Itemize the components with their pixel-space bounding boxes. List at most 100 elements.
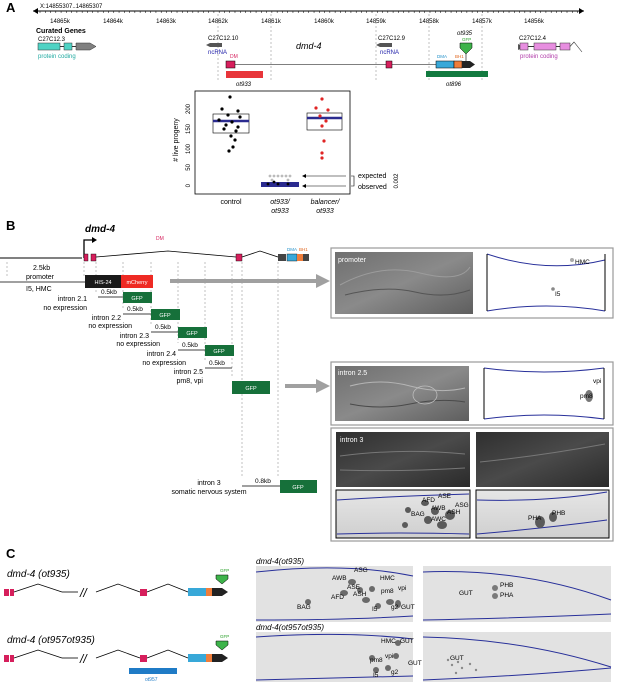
data-point [229,134,233,138]
expected-label: expected [358,173,387,180]
tick-label: 14859k [366,19,387,25]
x-tick-ot933: ot933/ot933 [270,199,291,215]
svg-text:GFP: GFP [220,568,229,573]
afd-label-c: AFD [331,594,344,601]
promoter-image-frame [330,247,614,319]
tick-label: 14857k [472,19,493,25]
y-tick: 50 [186,163,192,170]
svg-text:intron 2.5: intron 2.5 [174,369,203,376]
allele-ot957ot935-label: dmd-4 (ot957ot935) [7,635,95,646]
data-point [230,120,234,124]
promoter-label: promoter [26,274,55,281]
pm8-label-c2: pm8 [370,657,383,664]
tick-label: 14862k [208,19,229,25]
ash-label-b: ASH [447,509,461,516]
promoter-dic-image [335,252,473,314]
svg-text:no expression: no expression [88,323,132,330]
gene-c27c12-3-model [37,42,97,51]
panel-a: A X:14855307..14865307 14865k 14864k 148… [6,0,584,215]
y-axis-label: # live progeny [173,118,180,162]
observed-label: observed [358,184,387,191]
image-title-ot935: dmd-4(ot935) [256,557,304,566]
pm8-label-b: pm8 [580,393,593,400]
gene-model-ot957ot935: // GFP ot957 [4,634,229,683]
ncrna-right-arrow [376,43,392,47]
data-point [266,182,270,186]
y-tick: 100 [186,143,192,154]
ot957ot935-tail-image [423,632,611,682]
intron3-image-label: intron 3 [340,437,363,444]
i5-label-c2: I5 [373,672,379,679]
gut-label-c3: GUT [400,638,414,645]
gene-c27c12-4-model [518,41,583,53]
exon-dma [286,253,298,262]
intron25-image-label: intron 2.5 [338,370,367,377]
data-point [286,182,290,186]
ot957ot935-gut-signal [446,658,478,675]
svg-text:0.5kb: 0.5kb [155,324,171,331]
ot957ot935-head-image [256,632,413,682]
vpi-label-c2: vpi [385,653,393,660]
vpi-label-b: vpi [593,378,601,385]
data-point [326,108,330,112]
g2-label-c: g2 [391,604,399,611]
data-point [228,95,232,99]
his24-label: HIS-24 [94,280,111,286]
intron-2-4-construct: 0.5kb GFP intron 2.4 no expression [142,342,234,367]
promoter-size: 2.5kb [33,265,50,272]
svg-text:GFP: GFP [292,485,304,491]
gut-label-c: GUT [401,604,415,611]
svg-text:0.5kb: 0.5kb [209,360,225,367]
data-point [217,118,221,122]
intron3-fluor-tail [475,489,610,539]
pha-label-c: PHA [500,592,514,599]
data-point [324,119,328,123]
exon-3 [278,254,286,261]
y-tick: 0 [186,183,192,187]
svg-text:GFP: GFP [220,634,229,639]
panel-c-label: C [6,546,16,561]
svg-text:GFP: GFP [131,296,143,302]
svg-text:0.5kb: 0.5kb [182,342,198,349]
awc-label-b: AWC [431,516,446,523]
g2-label-c2: g2 [391,669,399,676]
data-point [280,174,284,178]
gene-c27c12-4: C27C12.4 [519,36,547,42]
phb-label-c: PHB [500,582,513,589]
bag-label-c: BAG [297,604,311,611]
dma-label: DMA [437,54,447,59]
gene-c27c12-9: C27C12.9 [378,36,406,42]
ruler-tick-labels: 14865k 14864k 14863k 14862k 14861k 14860… [50,19,545,25]
data-point [320,124,324,128]
intron-2-2-construct: 0.5kb GFP intron 2.2 no expression [88,306,180,330]
intron3-dic-head [336,432,470,487]
mcherry-label: mCherry [126,280,147,286]
data-point [224,123,228,127]
tss-arrow [83,239,93,258]
gene-c27c12-10: C27C12.10 [208,36,239,42]
hmc-label-b: HMC [575,259,590,266]
data-points [217,95,330,186]
panel-a-label: A [6,0,16,15]
ot957-deletion-bar [129,668,177,674]
svg-text:0.5kb: 0.5kb [101,289,117,296]
data-point [270,178,274,182]
phb-label-b: PHB [552,510,565,517]
svg-text:0.8kb: 0.8kb [255,478,271,485]
svg-text:GFP: GFP [213,349,225,355]
ase-label-b: ASE [438,493,452,500]
protein-coding-label-right: protein coding [520,54,558,60]
data-point [322,139,326,143]
tick-label: 14864k [103,19,124,25]
hmc-label-c: HMC [380,575,395,582]
data-point [238,115,242,119]
bh1-label: BH1 [455,54,464,59]
svg-text:intron 3: intron 3 [197,480,220,487]
gut-label-c4: GUT [408,660,422,667]
i5-label-c: I5 [372,606,378,613]
coordinate-readout: X:14855307..14865307 [40,4,103,10]
ncrna-left-label: ncRNA [208,50,227,56]
data-point [227,149,231,153]
ncrna-right-label: ncRNA [380,50,399,56]
ot933-box [261,182,299,187]
